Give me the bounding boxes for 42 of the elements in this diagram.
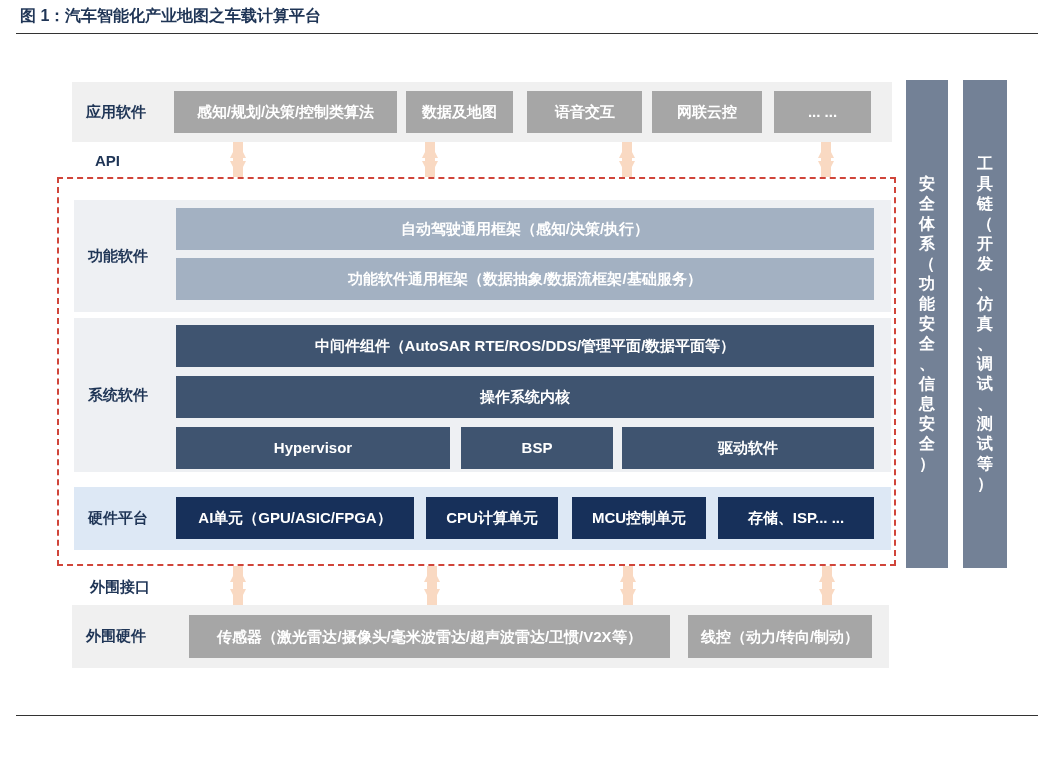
layer-band: [74, 487, 891, 550]
module-box: 网联云控: [652, 91, 762, 133]
double-arrow: [619, 142, 635, 177]
module-box: BSP: [461, 427, 613, 469]
module-box: 自动驾驶通用框架（感知/决策/执行）: [176, 208, 874, 250]
module-box: 功能软件通用框架（数据抽象/数据流框架/基础服务）: [176, 258, 874, 300]
vertical-bar: 安全体系（功能安全、信息安全）: [906, 80, 948, 568]
layer-label: 外围硬件: [86, 626, 146, 646]
layer-label: 功能软件: [88, 245, 148, 266]
module-box: 中间件组件（AutoSAR RTE/ROS/DDS/管理平面/数据平面等）: [176, 325, 874, 367]
layer-label: 系统软件: [88, 384, 148, 405]
layer-label: API: [95, 152, 120, 169]
layer-label: 硬件平台: [88, 508, 148, 528]
module-box: 存储、ISP... ...: [718, 497, 874, 539]
layer-band: [74, 318, 891, 472]
double-arrow: [230, 142, 246, 177]
module-box: 传感器（激光雷达/摄像头/毫米波雷达/超声波雷达/卫惯/V2X等）: [189, 615, 670, 658]
double-arrow: [230, 566, 246, 605]
module-box: 语音交互: [527, 91, 642, 133]
layer-band: [74, 200, 891, 312]
layer-label: 应用软件: [86, 101, 146, 122]
module-box: 操作系统内核: [176, 376, 874, 418]
module-box: ... ...: [774, 91, 871, 133]
double-arrow: [819, 566, 835, 605]
module-box: 线控（动力/转向/制动）: [688, 615, 872, 658]
double-arrow: [422, 142, 438, 177]
module-box: CPU计算单元: [426, 497, 558, 539]
module-box: 数据及地图: [406, 91, 513, 133]
layer-band: [72, 82, 892, 142]
double-arrow: [424, 566, 440, 605]
module-box: Hypervisor: [176, 427, 450, 469]
module-box: 驱动软件: [622, 427, 874, 469]
module-box: MCU控制单元: [572, 497, 706, 539]
module-box: AI单元（GPU/ASIC/FPGA）: [176, 497, 414, 539]
dashed-frame: [57, 177, 896, 566]
vertical-bar: 工具链（开发、仿真、调试、测试等）: [963, 80, 1007, 568]
layer-band: [72, 605, 889, 668]
module-box: 感知/规划/决策/控制类算法: [174, 91, 397, 133]
layer-label: 外围接口: [90, 578, 150, 597]
double-arrow: [818, 142, 834, 177]
double-arrow: [620, 566, 636, 605]
figure-title: 图 1：汽车智能化产业地图之车载计算平台: [20, 6, 322, 26]
